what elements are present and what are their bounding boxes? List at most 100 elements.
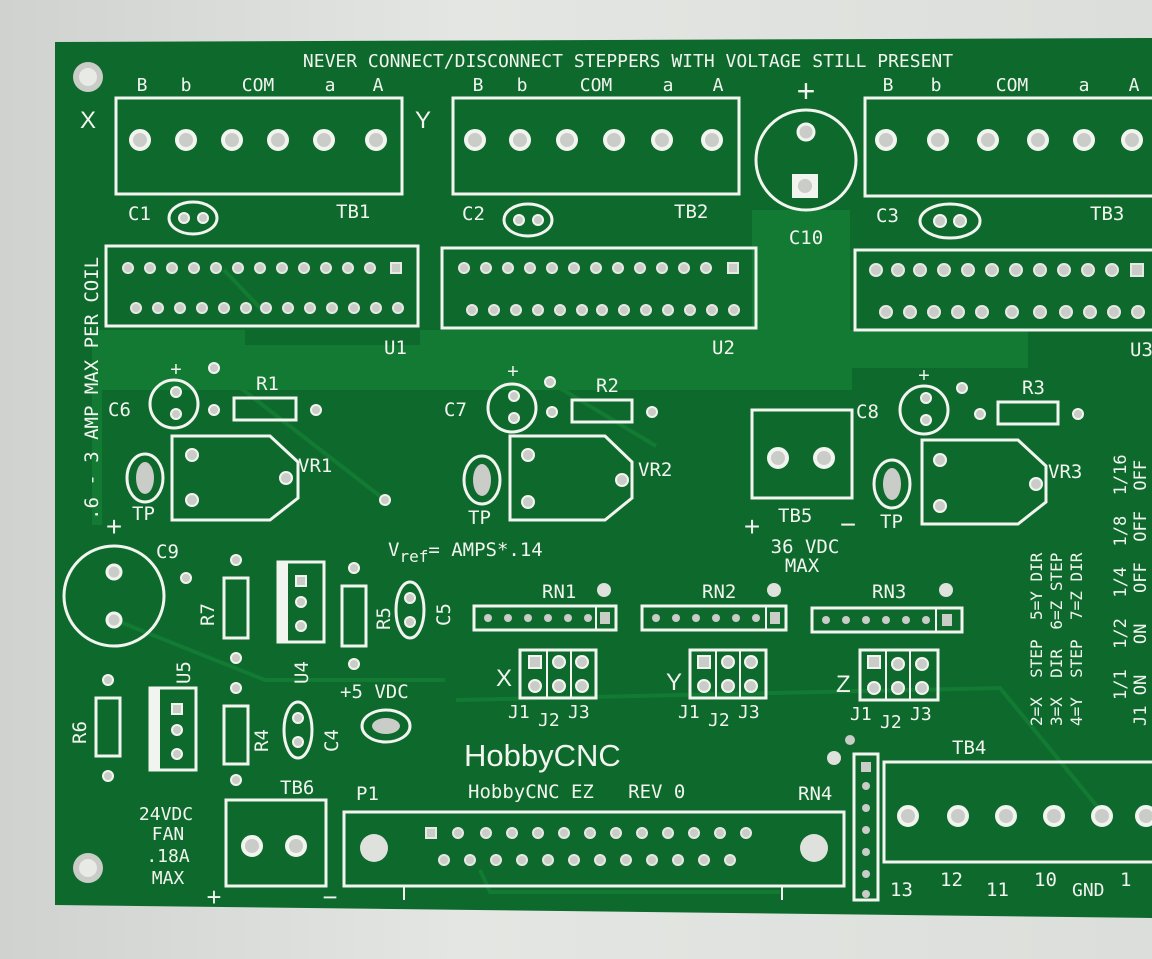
r1-label: R1 bbox=[256, 373, 279, 395]
tb2-pin-a-lower: a bbox=[663, 75, 674, 96]
tb1-pin-b-upper: B bbox=[137, 75, 148, 96]
jumper-z-j2: J2 bbox=[880, 712, 902, 733]
model-name: HobbyCNC EZ REV 0 bbox=[468, 781, 685, 803]
tb6-plus: + bbox=[206, 882, 221, 912]
r4-outline bbox=[222, 704, 250, 766]
axis-x-label: X bbox=[80, 107, 96, 134]
rn3-label: RN3 bbox=[872, 581, 906, 603]
tb1-pin-b-lower: b bbox=[181, 75, 192, 96]
tb5-label: TB5 bbox=[778, 505, 812, 527]
r5-outline bbox=[340, 584, 368, 648]
tb1-pin-a-lower: a bbox=[325, 75, 336, 96]
c6-label: C6 bbox=[108, 399, 131, 421]
c10-plus: + bbox=[797, 73, 816, 109]
r6-outline bbox=[94, 696, 122, 758]
u1-outline bbox=[104, 244, 420, 328]
jumper-y-axis: Y bbox=[666, 669, 682, 696]
tp3-outline bbox=[872, 458, 912, 510]
warning-text: NEVER CONNECT/DISCONNECT STEPPERS WITH V… bbox=[303, 51, 953, 72]
tb1-label: TB1 bbox=[336, 201, 370, 223]
vref-sub: ref bbox=[399, 547, 428, 566]
copper-trace-vr1 bbox=[213, 366, 387, 502]
step-line-2: 3=X DIR 6=Z STEP bbox=[1047, 553, 1066, 726]
c10-outline bbox=[754, 108, 858, 212]
tb3-pin-com: COM bbox=[996, 75, 1029, 96]
copper-trace-vr2 bbox=[548, 380, 658, 448]
c6-outline bbox=[148, 378, 200, 430]
c7-label: C7 bbox=[444, 399, 467, 421]
vr3-label: VR3 bbox=[1048, 461, 1082, 483]
c2-outline bbox=[502, 202, 554, 238]
jumper-z-j1: J1 bbox=[850, 704, 872, 725]
c8-plus: + bbox=[918, 365, 930, 387]
u2-label: U2 bbox=[712, 337, 735, 359]
p1-outline bbox=[342, 810, 846, 888]
tb2-screws bbox=[464, 129, 723, 151]
tb6-minus: − bbox=[322, 882, 337, 912]
c6-plus: + bbox=[170, 359, 182, 381]
r3-label: R3 bbox=[1022, 377, 1045, 399]
coil-current-note: .6 - 3 AMP MAX PER COIL bbox=[81, 257, 103, 520]
c7-plus: + bbox=[507, 361, 519, 383]
tb6-label: TB6 bbox=[280, 777, 314, 799]
vref-rest: = AMPS*.14 bbox=[428, 539, 542, 561]
r2-outline bbox=[570, 398, 634, 424]
tb2-pin-a-upper: A bbox=[713, 75, 724, 96]
tb3-outline bbox=[863, 96, 1152, 198]
rn1-outline bbox=[472, 604, 618, 632]
rn2-label: RN2 bbox=[702, 581, 736, 603]
copper-pour-top bbox=[92, 210, 1028, 390]
u3-label: U3 bbox=[1130, 339, 1152, 361]
c10-label: C10 bbox=[789, 227, 823, 249]
jumper-x-j2: J2 bbox=[538, 710, 560, 731]
c3-label: C3 bbox=[876, 205, 899, 227]
rn4-label: RN4 bbox=[798, 783, 832, 805]
tb3-label: TB3 bbox=[1090, 203, 1124, 225]
jumper-y-j3: J3 bbox=[738, 702, 760, 723]
jumper-y-block bbox=[688, 648, 768, 700]
c8-label: C8 bbox=[856, 401, 879, 423]
p1-pins bbox=[425, 827, 752, 866]
c1-outline bbox=[167, 200, 219, 236]
jumper-z-j3: J3 bbox=[910, 704, 932, 725]
c2-label: C2 bbox=[462, 203, 485, 225]
tb3-pin-b-lower: b bbox=[931, 75, 942, 96]
step-line-1: 2=X STEP 5=Y DIR bbox=[1027, 552, 1046, 726]
vr3-outline bbox=[920, 438, 1048, 526]
tb3-pin-a-upper: A bbox=[1129, 75, 1140, 96]
c9-label: C9 bbox=[156, 541, 179, 563]
tb5-voltage: 36 VDC bbox=[771, 536, 840, 558]
tb3-screws bbox=[875, 129, 1143, 151]
r7-outline bbox=[222, 576, 250, 640]
r1-outline bbox=[232, 396, 298, 422]
tb4-pin-12: 12 bbox=[940, 869, 963, 891]
rn2-outline bbox=[640, 604, 788, 632]
copper-trace-p1 bbox=[478, 869, 780, 894]
jumper-y-j1: J1 bbox=[678, 702, 700, 723]
five-vdc-label: +5 VDC bbox=[340, 681, 409, 703]
c1-label: C1 bbox=[128, 203, 151, 225]
tb4-pin-13: 13 bbox=[890, 879, 913, 901]
u3-outline bbox=[853, 248, 1152, 332]
p1-label: P1 bbox=[356, 783, 379, 805]
u5-label: U5 bbox=[173, 661, 195, 684]
tb3-pin-a-lower: a bbox=[1079, 75, 1090, 96]
tb1-pin-a-upper: A bbox=[373, 75, 384, 96]
dip-table-row-1: J1 ON ON OFF OFF OFF bbox=[1131, 460, 1151, 726]
u2-pins bbox=[458, 262, 740, 316]
u2-outline bbox=[440, 246, 758, 330]
jumper-x-j3: J3 bbox=[568, 702, 590, 723]
five-vdc-pad bbox=[360, 708, 412, 744]
tb2-pin-b-upper: B bbox=[473, 75, 484, 96]
tb3-pin-b-upper: B bbox=[883, 75, 894, 96]
tp1-outline bbox=[125, 452, 165, 504]
tb6-outline bbox=[224, 798, 328, 888]
tb2-outline bbox=[451, 96, 741, 196]
vr1-outline bbox=[170, 434, 300, 522]
tb4-pin-extra: 1 bbox=[1120, 869, 1131, 891]
axis-y-label: Y bbox=[415, 107, 431, 134]
r2-label: R2 bbox=[596, 375, 619, 397]
c3-outline bbox=[918, 202, 982, 240]
c4-outline bbox=[282, 700, 314, 760]
c9-plus: + bbox=[106, 511, 122, 542]
